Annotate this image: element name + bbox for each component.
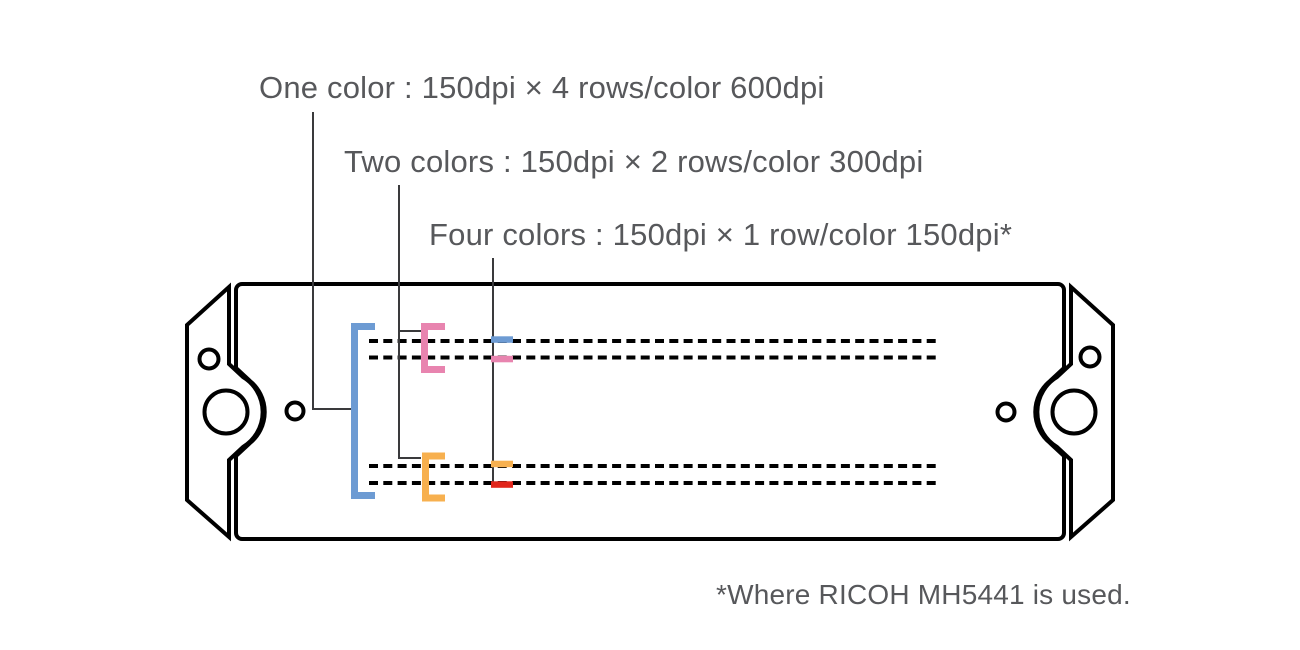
left-wing-large-hole	[202, 388, 250, 436]
right-wing-large-hole	[1050, 388, 1098, 436]
four-colors-mark-row4	[491, 481, 513, 488]
right-body-hole	[995, 401, 1017, 423]
four-colors-mark-row3	[491, 460, 513, 468]
right-wing-small-hole	[1078, 345, 1102, 369]
four-colors-mark-row2	[491, 355, 513, 363]
four-colors-label: Four colors : 150dpi × 1 row/color 150dp…	[429, 217, 1013, 252]
left-body-hole	[284, 400, 306, 422]
left-wing-small-hole	[197, 347, 221, 371]
two-colors-bracket-bottom	[422, 452, 445, 502]
four-colors-mark-row1	[491, 336, 513, 343]
one-color-label: One color : 150dpi × 4 rows/color 600dpi	[259, 70, 825, 105]
two-colors-leader-line	[398, 185, 421, 459]
printhead-body-outline	[234, 282, 1066, 541]
two-colors-bracket-top	[421, 323, 445, 373]
two-colors-label: Two colors : 150dpi × 2 rows/color 300dp…	[344, 144, 924, 179]
footnote: *Where RICOH MH5441 is used.	[716, 579, 1131, 610]
one-color-bracket	[351, 323, 375, 499]
one-color-leader-line	[312, 112, 351, 410]
